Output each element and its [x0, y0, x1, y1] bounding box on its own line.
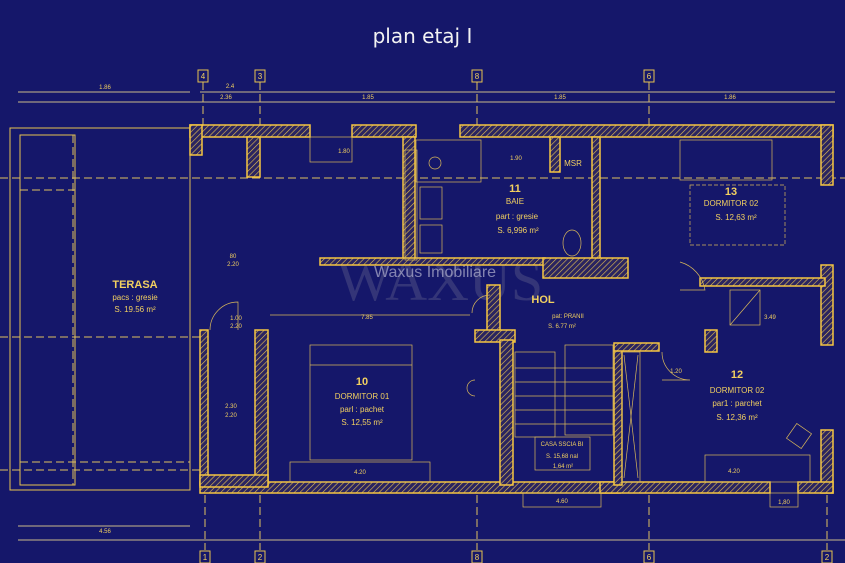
- watermark-text: Waxus Imobiliare: [374, 264, 496, 281]
- axis-label: 2: [825, 553, 830, 562]
- axis-lines: [0, 82, 845, 550]
- dim: 2.20: [230, 324, 242, 330]
- dim: 1,80: [778, 500, 790, 506]
- room-finish: par1 : parchet: [712, 399, 762, 408]
- dim: 4.60: [556, 499, 568, 505]
- room-area: S. 6,996 m²: [497, 226, 539, 235]
- axis-label: 2: [258, 553, 263, 562]
- axis-label: 6: [647, 72, 652, 81]
- plan-title: plan etaj I: [372, 24, 473, 48]
- room-area: S. 12,55 m²: [341, 418, 383, 427]
- room-12: 12 DORMITOR 02 par1 : parchet S. 12,36 m…: [710, 369, 765, 422]
- dim: 4.20: [728, 469, 740, 475]
- dim: 2.36: [220, 95, 232, 101]
- room-number: 11: [509, 183, 521, 195]
- dim: 1.80: [338, 149, 350, 155]
- dim: 1.00: [230, 316, 242, 322]
- room-name: DORMITOR 02: [710, 386, 765, 395]
- room-name: HOL: [531, 294, 555, 306]
- dim: 3.49: [764, 315, 776, 321]
- room-13: 13 DORMITOR 02 S. 12,63 m²: [704, 186, 759, 222]
- room-number: 12: [731, 369, 743, 381]
- room-name: DORMITOR 01: [335, 392, 390, 401]
- room-finish: part : gresie: [496, 212, 539, 221]
- room-msr: MSR: [564, 159, 582, 168]
- axis-label: 4: [201, 72, 206, 81]
- room-number: 13: [725, 186, 737, 198]
- dim: 2.30: [225, 404, 237, 410]
- axis-label: 8: [475, 553, 480, 562]
- staircase: [514, 344, 799, 508]
- room-terasa: TERASA pacs : gresie S. 19.56 m²: [112, 279, 158, 314]
- dim: 2.20: [227, 262, 239, 268]
- axis-label: 6: [647, 553, 652, 562]
- room-area: S. 12,36 m²: [716, 413, 758, 422]
- top-dimensions: 1.86 2.4 2.36 1.85 1.85 1.86: [18, 84, 835, 103]
- room-name: TERASA: [112, 279, 157, 291]
- interior-dimensions: 4.56 1.80 1.90 7.85 4.20 4.20 4.60 1,80 …: [99, 149, 790, 535]
- room-name: DORMITOR 02: [704, 199, 759, 208]
- terrace-outline: [9, 127, 191, 491]
- dim: 1.86: [99, 85, 111, 91]
- dim: 4.20: [354, 470, 366, 476]
- room-name: CASA SSCIA BI: [541, 442, 584, 448]
- room-area: S. 12,63 m²: [715, 213, 757, 222]
- room-11: 11 BAIE part : gresie S. 6,996 m²: [496, 183, 539, 235]
- dim: 2.20: [225, 413, 237, 419]
- axis-label: 8: [475, 72, 480, 81]
- room-area: S. 19.56 m²: [114, 305, 156, 314]
- room-finish: pacs : gresie: [112, 293, 158, 302]
- dim: 7.85: [361, 315, 373, 321]
- dim: 2.4: [226, 84, 235, 90]
- room-area: S. 6.77 m²: [548, 324, 576, 330]
- room-number: 10: [356, 376, 368, 388]
- dim: 80: [230, 254, 237, 260]
- room-finish: parl : pachet: [340, 405, 385, 414]
- room-10: 10 DORMITOR 01 parl : pachet S. 12,55 m²: [335, 376, 390, 427]
- room-area: S. 15,68 nal: [546, 454, 578, 460]
- room-hol: HOL pat: PRANII S. 6.77 m²: [531, 294, 584, 330]
- walls: [189, 124, 834, 494]
- axis-markers-top: 4 3 8 6: [197, 69, 655, 83]
- dim: 1.85: [362, 95, 374, 101]
- dim: 1.20: [670, 369, 682, 375]
- axis-label: 1: [203, 553, 208, 562]
- dim: 1.90: [510, 156, 522, 162]
- axis-label: 3: [258, 72, 263, 81]
- room-finish: pat: PRANII: [552, 314, 584, 320]
- dim: 1.85: [554, 95, 566, 101]
- room-stairs: CASA SSCIA BI S. 15,68 nal 1,64 m²: [541, 442, 584, 470]
- room-name: BAIE: [506, 197, 524, 206]
- fixtures: [209, 136, 813, 483]
- axis-markers-bottom: 1 2 8 6 2: [199, 550, 833, 563]
- room-area: 1,64 m²: [553, 464, 573, 470]
- dim: 4.56: [99, 529, 111, 535]
- dim: 1.86: [724, 95, 736, 101]
